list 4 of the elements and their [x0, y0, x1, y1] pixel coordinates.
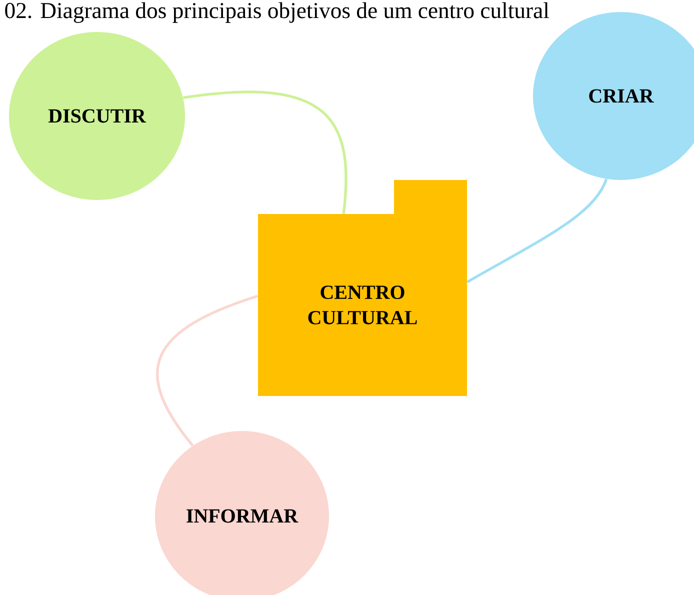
- connector-line: [183, 90, 348, 214]
- circle-node: DISCUTIR: [9, 32, 185, 200]
- connector-line: [466, 178, 608, 284]
- connector-line: [156, 294, 258, 446]
